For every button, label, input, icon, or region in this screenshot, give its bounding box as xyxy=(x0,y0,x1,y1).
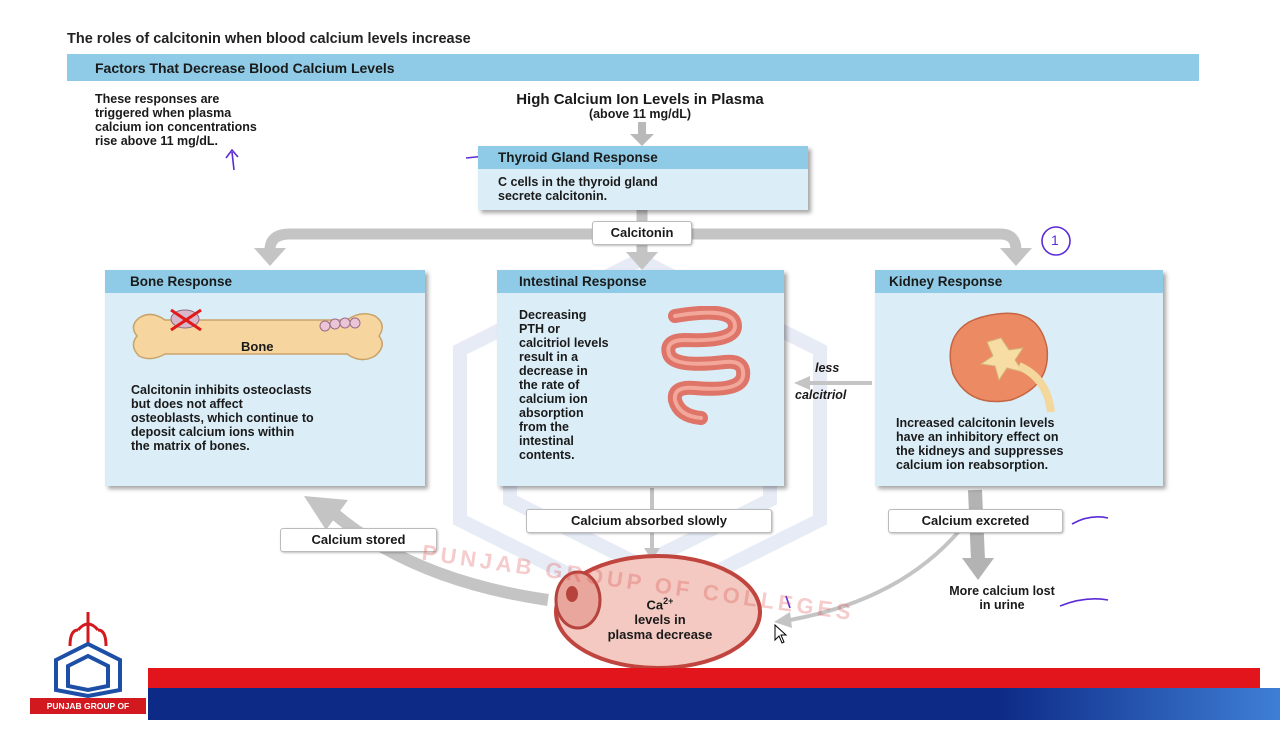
annotation-number: 1 xyxy=(1051,232,1059,248)
arrow-plasma-to-bone xyxy=(326,505,549,606)
plasma-vessel xyxy=(554,554,762,670)
plasma-line-2: plasma decrease xyxy=(607,627,713,643)
bone-illustration xyxy=(132,308,383,361)
bone-title: Bone Response xyxy=(105,270,425,293)
kidney-title: Kidney Response xyxy=(875,270,1163,293)
intestine-body: Decreasing PTH or calcitriol levels resu… xyxy=(519,308,609,462)
logo-text: PUNJAB GROUP OF COLLEGES xyxy=(30,698,146,727)
kidney-panel: Kidney Response Increased calcitonin lev… xyxy=(875,270,1163,486)
intestine-title: Intestinal Response xyxy=(497,270,784,293)
less-label: less xyxy=(815,361,840,375)
arrow-head-middle xyxy=(626,252,658,270)
calcium-absorbed-label: Calcium absorbed slowly xyxy=(526,509,772,533)
section-banner: Factors That Decrease Blood Calcium Leve… xyxy=(67,54,1199,81)
calcium-ion: Ca xyxy=(646,597,664,613)
bone-diagram-label: Bone xyxy=(241,339,274,354)
trigger-note: These responses are triggered when plasm… xyxy=(95,92,257,148)
page-title: The roles of calcitonin when blood calci… xyxy=(67,31,471,47)
intestine-illustration xyxy=(661,306,751,425)
arrow-head-right xyxy=(1000,248,1032,266)
kidney-illustration xyxy=(949,312,1055,413)
calcium-charge: 2+ xyxy=(663,596,674,606)
thyroid-title: Thyroid Gland Response xyxy=(478,146,808,169)
thyroid-body: C cells in the thyroid gland secrete cal… xyxy=(498,175,658,203)
thyroid-panel: Thyroid Gland Response C cells in the th… xyxy=(478,146,808,210)
bone-body: Calcitonin inhibits osteoclasts but does… xyxy=(131,383,314,453)
bone-panel: Bone Response Bone Calcitonin inhibits o… xyxy=(105,270,425,486)
arrow-head xyxy=(630,134,654,146)
cursor-icon xyxy=(774,624,788,644)
calcitonin-label: Calcitonin xyxy=(592,221,692,245)
arrow-kidney-to-plasma xyxy=(789,528,962,622)
footer-blue-stripe xyxy=(148,688,1280,720)
footer-red-stripe xyxy=(148,668,1260,688)
intestine-panel: Intestinal Response Decreasing PTH or ca… xyxy=(497,270,784,486)
college-logo: PUNJAB GROUP OF COLLEGES xyxy=(30,604,146,727)
arrow-head-left xyxy=(254,248,286,266)
calcium-excreted-label: Calcium excreted xyxy=(888,509,1063,533)
plasma-line-1: levels in xyxy=(634,612,686,628)
plasma-label: Ca2+ levels in plasma decrease xyxy=(560,594,760,642)
trigger-title: High Calcium Ion Levels in Plasma xyxy=(516,91,764,108)
osteoclast-icon xyxy=(170,308,202,332)
banner-title: Factors That Decrease Blood Calcium Leve… xyxy=(95,60,395,76)
kidney-body: Increased calcitonin levels have an inhi… xyxy=(896,416,1064,472)
logo-emblem-icon xyxy=(54,612,122,698)
calcitriol-label: calcitriol xyxy=(795,388,847,402)
calcium-stored-label: Calcium stored xyxy=(280,528,437,552)
urine-note: More calcium lost in urine xyxy=(949,584,1055,612)
trigger-subtitle: (above 11 mg/dL) xyxy=(588,107,692,121)
